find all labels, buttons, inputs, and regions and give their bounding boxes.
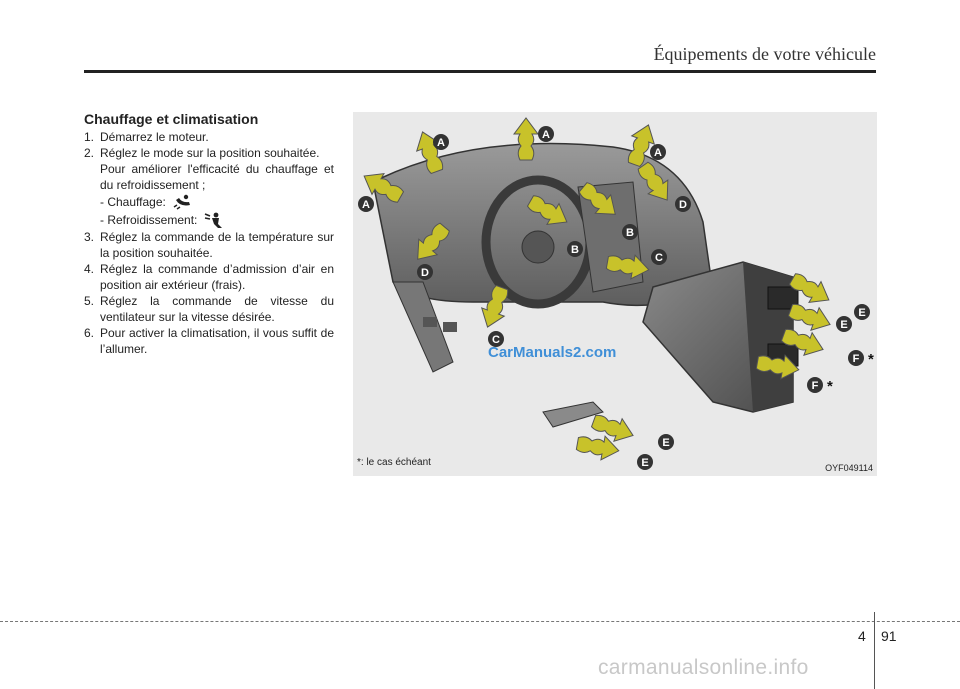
airflow-arrow bbox=[480, 284, 509, 328]
airflow-arrow bbox=[780, 328, 824, 357]
airflow-arrow bbox=[417, 222, 450, 260]
footer-rule bbox=[0, 621, 960, 622]
cooling-mode-line: - Refroidissement: bbox=[84, 211, 334, 229]
header-rule bbox=[84, 70, 876, 73]
airflow-arrow bbox=[627, 124, 656, 168]
step-text: Réglez le mode sur la position souhaitée… bbox=[100, 146, 320, 160]
vent-label: D bbox=[679, 199, 687, 211]
vent-label-badge bbox=[848, 350, 864, 366]
step-number: 3. bbox=[84, 230, 95, 244]
step-3: 3. Réglez la commande de la température … bbox=[84, 229, 334, 261]
vent-label-badge bbox=[358, 196, 374, 212]
airflow-arrow bbox=[788, 273, 830, 304]
step-text: Pour activer la climatisation, il vous s… bbox=[100, 326, 334, 356]
vent-label-badge bbox=[567, 241, 583, 257]
vent-label: E bbox=[641, 457, 648, 469]
step-text: Démarrez le moteur. bbox=[100, 130, 209, 144]
step-number: 1. bbox=[84, 130, 95, 144]
vent-label: F bbox=[853, 353, 860, 365]
vent-label: C bbox=[655, 252, 663, 264]
vent-label-badge bbox=[675, 196, 691, 212]
airflow-arrow bbox=[787, 303, 831, 332]
airflow-arrow bbox=[513, 117, 539, 161]
vent-label-badge bbox=[488, 331, 504, 347]
instruction-list: 1. Démarrez le moteur. 2. Réglez le mode… bbox=[84, 129, 334, 357]
optional-asterisk: * bbox=[827, 378, 833, 395]
heating-label: - Chauffage: bbox=[100, 195, 166, 209]
footer-divider bbox=[874, 612, 875, 689]
vent-label: B bbox=[626, 227, 634, 239]
carmanuals-watermark: CarManuals2.com bbox=[488, 344, 617, 361]
airflow-arrow bbox=[526, 195, 568, 226]
cooling-label: - Refroidissement: bbox=[100, 213, 198, 227]
vent-label-badge bbox=[836, 316, 852, 332]
step-2-note: Pour améliorer l'efficacité du chauffage… bbox=[100, 162, 334, 192]
vent-label-badge bbox=[651, 249, 667, 265]
vent-label: E bbox=[662, 437, 669, 449]
vent-label: A bbox=[437, 137, 445, 149]
step-2: 2. Réglez le mode sur la position souhai… bbox=[84, 145, 334, 161]
vent-label-badge bbox=[807, 377, 823, 393]
vent-label: A bbox=[542, 129, 550, 141]
airflow-arrow bbox=[590, 414, 634, 443]
airflow-arrow bbox=[605, 254, 650, 280]
vent-label: E bbox=[840, 319, 847, 331]
step-number: 2. bbox=[84, 146, 95, 160]
figure-code: OYF049114 bbox=[825, 463, 873, 473]
section-title: Chauffage et climatisation bbox=[84, 111, 259, 127]
vent-label-badge bbox=[417, 264, 433, 280]
vent-label-badge bbox=[622, 224, 638, 240]
face-cooling-mode-icon bbox=[205, 212, 223, 228]
site-watermark: carmanualsonline.info bbox=[598, 656, 809, 679]
step-6: 6. Pour activer la climatisation, il vou… bbox=[84, 325, 334, 357]
step-number: 6. bbox=[84, 326, 95, 340]
step-text: Réglez la commande de la température sur… bbox=[100, 230, 334, 260]
step-text: Réglez la commande d’admission d’air en … bbox=[100, 262, 334, 292]
vent-label-badge bbox=[854, 304, 870, 320]
page-header-title: Équipements de votre véhicule bbox=[653, 44, 876, 64]
vent-label: E bbox=[858, 307, 865, 319]
page-number: 91 bbox=[881, 628, 897, 644]
step-number: 4. bbox=[84, 262, 95, 276]
vent-label-badge bbox=[637, 454, 653, 470]
vent-label: C bbox=[492, 334, 500, 346]
airflow-arrow bbox=[363, 172, 405, 203]
floor-heating-mode-icon bbox=[173, 194, 190, 210]
vent-label: D bbox=[421, 267, 429, 279]
heating-mode-line: - Chauffage: bbox=[84, 193, 334, 211]
vent-label: A bbox=[654, 147, 662, 159]
airflow-arrow bbox=[578, 182, 616, 215]
airflow-arrow bbox=[637, 161, 669, 201]
dashboard-illustration bbox=[372, 142, 799, 428]
figure-footnote: *: le cas échéant bbox=[357, 457, 431, 468]
airflow-arrow bbox=[755, 354, 800, 380]
vent-label: F bbox=[812, 380, 819, 392]
step-number: 5. bbox=[84, 294, 95, 308]
chapter-number: 4 bbox=[858, 628, 866, 644]
step-4: 4. Réglez la commande d’admission d’air … bbox=[84, 261, 334, 293]
step-5: 5. Réglez la commande de vitesse du vent… bbox=[84, 293, 334, 325]
vent-label-badge bbox=[538, 126, 554, 142]
vent-label-badge bbox=[650, 144, 666, 160]
vent-label: B bbox=[571, 244, 579, 256]
vent-label-badge bbox=[433, 134, 449, 150]
vent-label: A bbox=[362, 199, 370, 211]
optional-asterisk: * bbox=[868, 351, 874, 368]
step-text: Réglez la commande de vitesse du ventila… bbox=[100, 294, 334, 324]
airflow-arrow bbox=[575, 435, 620, 461]
vent-label-badge bbox=[658, 434, 674, 450]
step-1: 1. Démarrez le moteur. bbox=[84, 129, 334, 145]
